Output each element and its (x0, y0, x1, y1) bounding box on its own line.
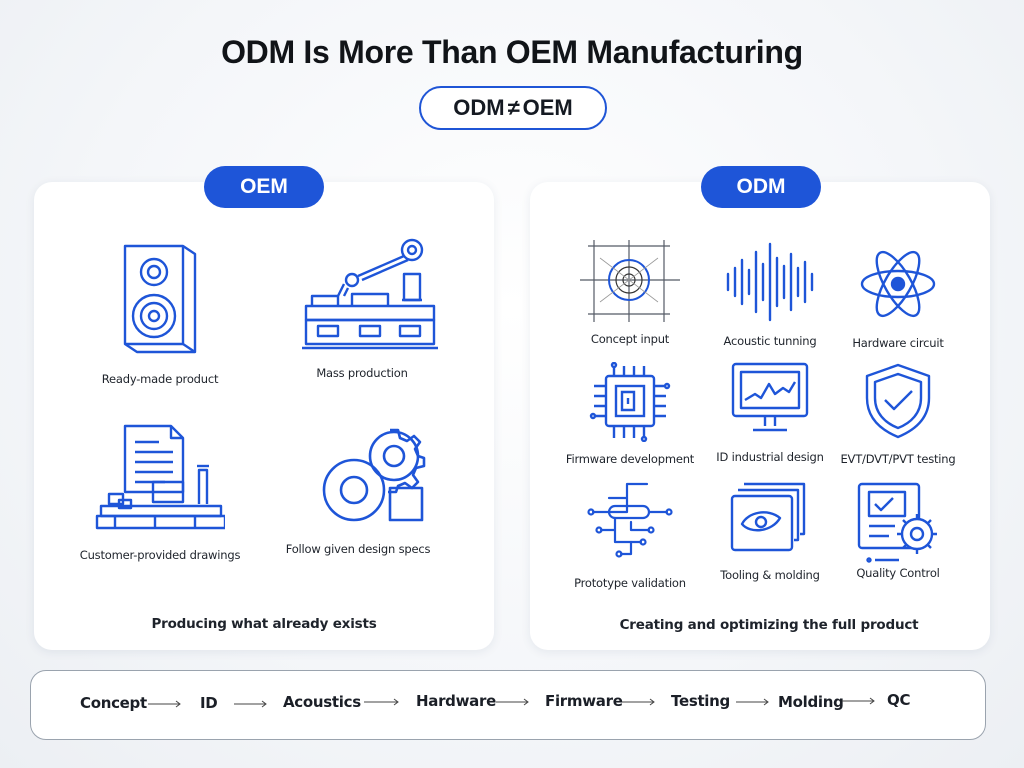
odm-item-label: Tooling & molding (720, 568, 820, 582)
odm-badge: ODM (701, 166, 821, 208)
mold-layers-icon (730, 482, 806, 552)
process-flow (30, 670, 986, 740)
odm-item-id-design: ID industrial design (700, 360, 840, 464)
odm-item-concept: Concept input (560, 238, 700, 346)
concept-grid-icon (580, 240, 680, 322)
odm-item-label: ID industrial design (716, 450, 824, 464)
flow-step-hardware: Hardware (416, 692, 496, 710)
odm-item-quality: Quality Control (828, 480, 968, 580)
odm-item-prototype: Prototype validation (560, 478, 700, 590)
flow-step-molding: Molding (778, 693, 844, 711)
shield-check-icon (865, 363, 931, 439)
odm-item-acoustic: Acoustic tunning (700, 240, 840, 348)
flow-arrow-icon (234, 700, 267, 708)
flow-step-acoustics: Acoustics (283, 693, 361, 711)
oem-item-mass-production: Mass production (290, 234, 450, 380)
flow-arrow-icon (364, 698, 399, 706)
chip-icon (589, 362, 671, 442)
oem-item-label: Mass production (316, 366, 408, 380)
qc-checklist-gear-icon (857, 482, 937, 563)
flow-step-firmware: Firmware (545, 692, 623, 710)
circuit-flow-icon (587, 482, 673, 558)
not-equal-symbol: ≠ (507, 95, 520, 120)
odm-item-label: Quality Control (856, 566, 940, 580)
odm-item-label: EVT/DVT/PVT testing (840, 452, 956, 466)
odm-item-label: Concept input (590, 332, 670, 346)
flow-arrow-icon (622, 698, 655, 706)
flow-arrow-icon (148, 700, 181, 708)
comparison-left: ODM (453, 95, 505, 120)
flow-step-id: ID (200, 694, 218, 712)
odm-item-label: Firmware development (565, 452, 695, 466)
flow-step-concept: Concept (80, 694, 147, 712)
odm-item-label: Prototype validation (574, 576, 686, 590)
oem-item-label: Follow given design specs (285, 542, 431, 556)
comparison-pill: ODM ≠ OEM (419, 86, 607, 130)
oem-badge: OEM (204, 166, 324, 208)
odm-item-label: Acoustic tunning (723, 334, 817, 348)
odm-item-hardware: Hardware circuit (828, 244, 968, 350)
comparison-right: OEM (522, 95, 573, 120)
page-title: ODM Is More Than OEM Manufacturing (221, 34, 803, 70)
flow-arrow-icon (842, 697, 875, 705)
monitor-chart-icon (731, 362, 809, 432)
odm-item-testing: EVT/DVT/PVT testing (828, 362, 968, 466)
flow-arrow-icon (496, 698, 529, 706)
odm-tagline: Creating and optimizing the full product (619, 617, 919, 633)
oem-tagline: Producing what already exists (151, 616, 377, 632)
atom-icon (860, 250, 936, 318)
oem-panel (34, 182, 494, 650)
oem-item-ready-made: Ready-made product (80, 240, 240, 386)
oem-item-label: Ready-made product (101, 372, 219, 386)
flow-step-qc: QC (887, 691, 911, 709)
flow-step-testing: Testing (671, 692, 730, 710)
oem-item-design-specs: Follow given design specs (286, 424, 450, 556)
oem-item-drawings: Customer-provided drawings (80, 420, 240, 562)
odm-item-tooling: Tooling & molding (700, 480, 840, 582)
flow-arrow-icon (736, 698, 769, 706)
odm-item-firmware: Firmware development (560, 362, 700, 466)
odm-item-label: Hardware circuit (852, 336, 944, 350)
gears-square-icon (322, 428, 426, 522)
oem-item-label: Customer-provided drawings (79, 548, 241, 562)
sound-wave-icon (726, 242, 814, 322)
robot-arm-assembly-icon (302, 238, 438, 350)
document-factory-icon (95, 424, 225, 530)
speaker-icon (123, 244, 197, 354)
